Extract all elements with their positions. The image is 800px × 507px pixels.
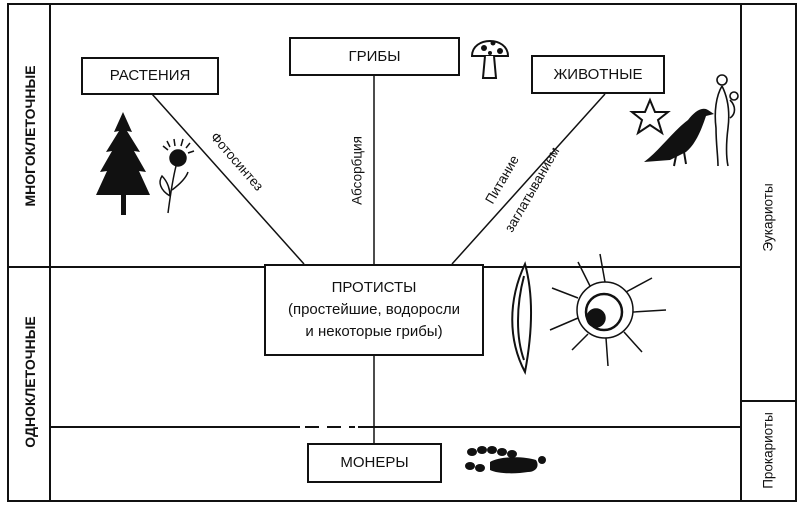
protists-box: ПРОТИСТЫ (простейшие, водоросли и некото… — [264, 264, 484, 356]
absorption-label: Абсорбция — [349, 136, 365, 205]
animals-label: ЖИВОТНЫЕ — [553, 65, 643, 83]
flower-icon — [159, 138, 195, 214]
monera-box: МОНЕРЫ — [307, 443, 442, 483]
fungi-label: ГРИБЫ — [348, 47, 401, 65]
crow-icon — [644, 108, 714, 167]
outer-frame — [7, 3, 797, 502]
protists-title: ПРОТИСТЫ — [331, 279, 417, 297]
bacteria-chain-icon — [465, 446, 546, 474]
animals-box: ЖИВОТНЫЕ — [531, 55, 665, 94]
plants-box: РАСТЕНИЯ — [81, 57, 219, 95]
diatom-icon — [511, 261, 533, 375]
prokaryotes-label: Прокариоты — [760, 412, 776, 489]
plants-label: РАСТЕНИЯ — [109, 67, 191, 85]
human-figure-icon — [714, 74, 739, 167]
eukaryotes-label: Эукариоты — [760, 183, 776, 252]
protists-subtitle-line2: и некоторые грибы) — [305, 322, 443, 340]
radiolarian-icon — [549, 253, 667, 367]
unicellular-label: ОДНОКЛЕТОЧНЫЕ — [22, 316, 38, 448]
multicellular-label: МНОГОКЛЕТОЧНЫЕ — [22, 65, 38, 207]
mushroom-icon — [470, 40, 510, 79]
animals-connector — [451, 93, 606, 265]
monera-label: МОНЕРЫ — [340, 454, 409, 472]
plants-connector — [151, 93, 305, 265]
fungi-box: ГРИБЫ — [289, 37, 460, 76]
protists-subtitle-line1: (простейшие, водоросли — [287, 301, 461, 319]
fir-tree-icon — [96, 112, 150, 215]
starfish-icon — [629, 97, 671, 136]
